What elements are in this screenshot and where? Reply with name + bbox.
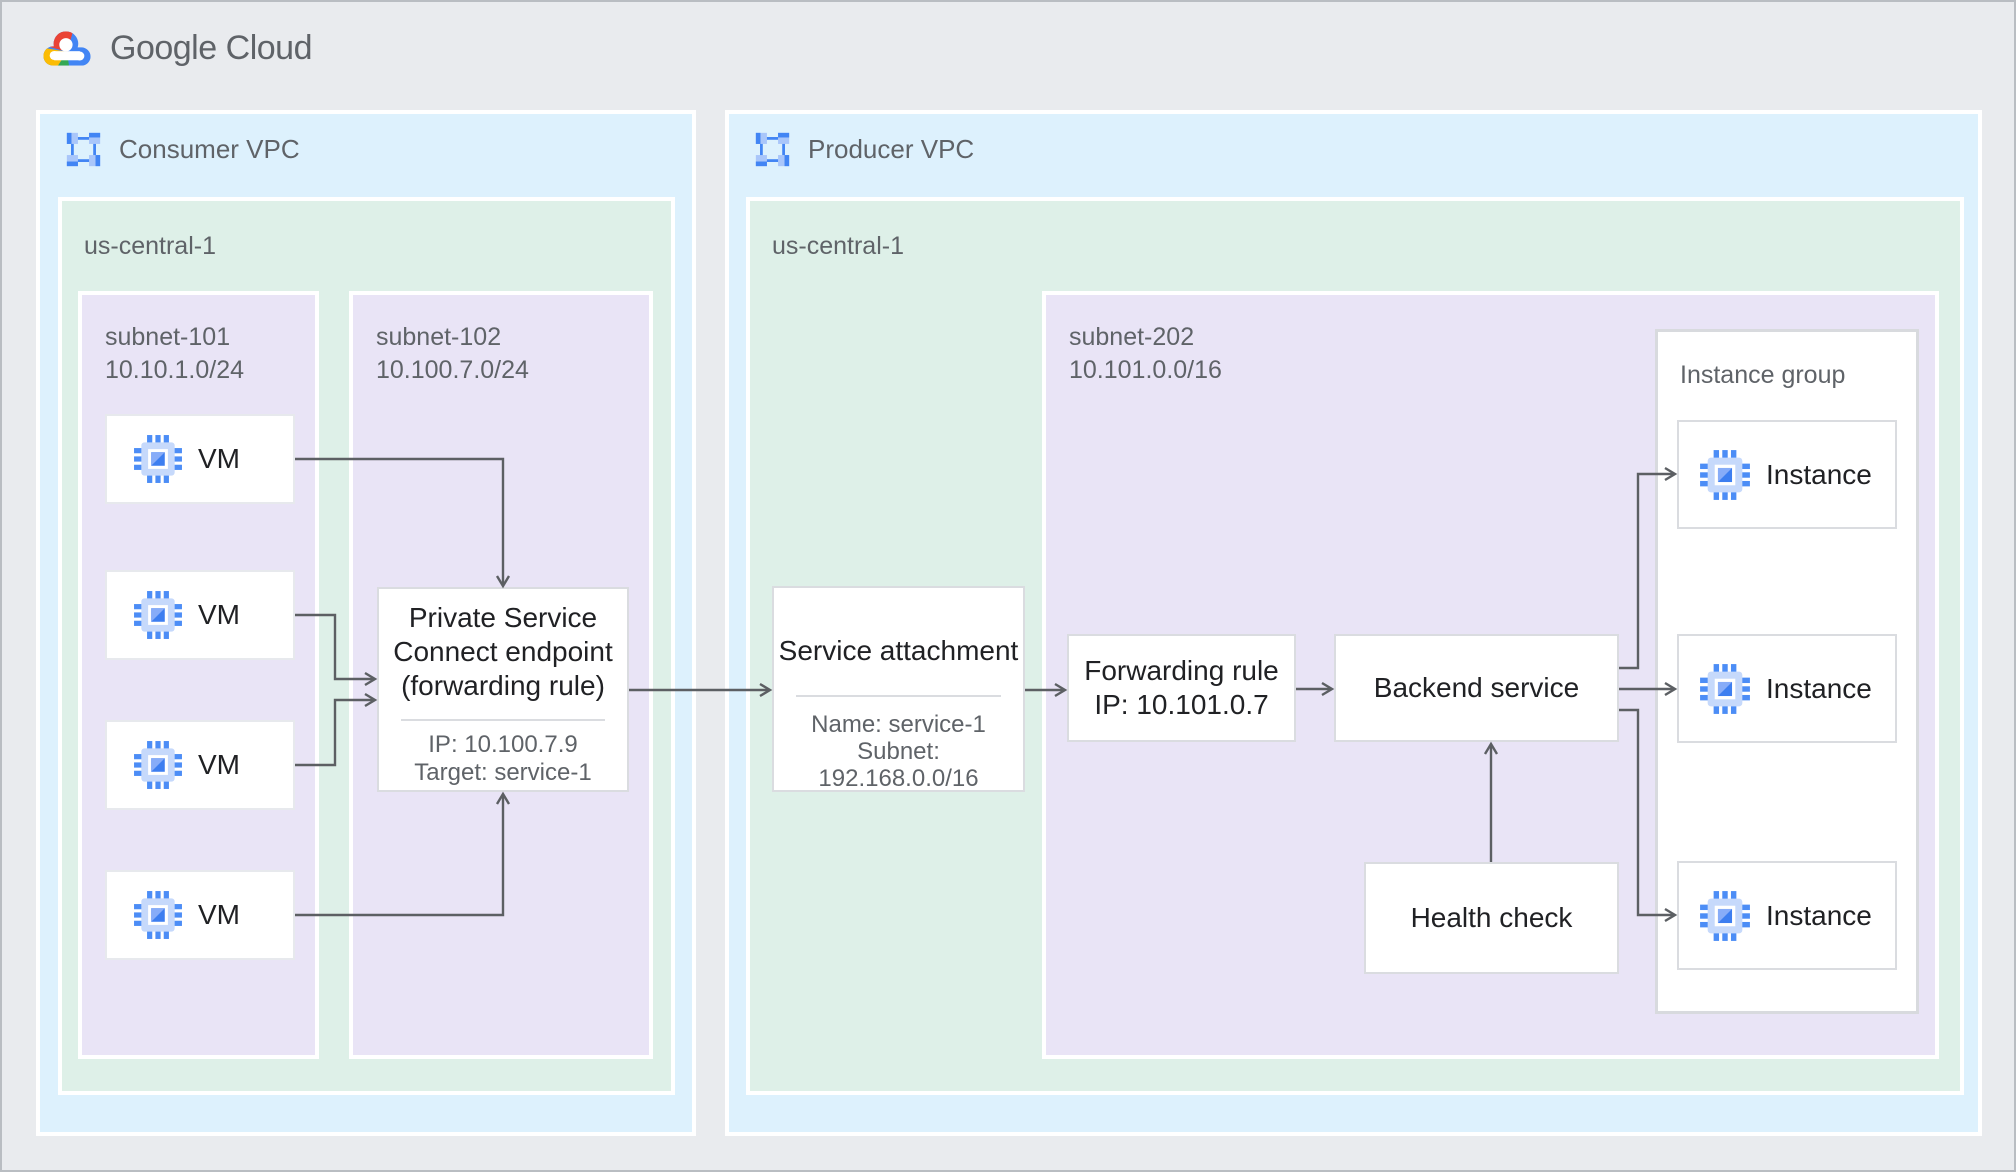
- psc-endpoint-title-line: Private Service: [408, 602, 598, 633]
- psc-endpoint-card: Private Service Connect endpoint (forwar…: [377, 587, 629, 792]
- google-cloud-logo-icon: [43, 31, 91, 66]
- forwarding-rule-ip: IP: 10.101.0.7: [1094, 689, 1269, 720]
- subnet-202-cidr: 10.101.0.0/16: [1069, 356, 1222, 384]
- psc-endpoint-target: Target: service-1: [414, 759, 592, 786]
- vm-label: VM: [198, 443, 240, 474]
- vm-label: VM: [198, 899, 240, 930]
- instance-label: Instance: [1766, 899, 1872, 931]
- service-attachment-subnet-cidr: 192.168.0.0/16: [818, 765, 979, 792]
- card-divider: [401, 719, 605, 721]
- instance-group-label: Instance group: [1680, 361, 1846, 389]
- service-attachment-title: Service attachment: [778, 635, 1019, 666]
- vm-card: VM: [105, 570, 295, 660]
- backend-service-card: Backend service: [1334, 634, 1619, 742]
- psc-endpoint-title-line: Connect endpoint: [393, 636, 613, 667]
- subnet-202-name: subnet-202: [1069, 323, 1195, 351]
- vm-card: VM: [105, 414, 295, 504]
- service-attachment-name: Name: service-1: [811, 711, 986, 738]
- backend-service-title: Backend service: [1373, 672, 1580, 703]
- producer-region-box: us-central-1 Service attachment Name: se…: [750, 201, 1960, 1091]
- compute-vm-icon: [133, 740, 183, 790]
- vpc-network-icon: [65, 131, 102, 168]
- vm-card: VM: [105, 720, 295, 810]
- consumer-vpc-box: Consumer VPC us-central-1 subnet-101 10.…: [40, 114, 692, 1132]
- service-attachment-subnet-label: Subnet:: [857, 738, 940, 765]
- subnet-202-label: subnet-202 10.101.0.0/16: [1069, 321, 1222, 387]
- forwarding-rule-title: Forwarding rule: [1084, 655, 1279, 686]
- subnet-202-box: subnet-202 10.101.0.0/16 Forwarding rule…: [1046, 295, 1935, 1055]
- health-check-title: Health check: [1410, 902, 1573, 933]
- instance-label: Instance: [1766, 458, 1872, 490]
- compute-instance-icon: [1699, 890, 1751, 942]
- logo-word-google: Google: [110, 29, 217, 67]
- instance-card: Instance: [1677, 420, 1897, 529]
- subnet-101-name: subnet-101: [105, 323, 231, 351]
- vpc-network-icon: [754, 131, 791, 168]
- health-check-card: Health check: [1364, 862, 1619, 974]
- producer-vpc-label: Producer VPC: [808, 134, 975, 164]
- subnet-102-cidr: 10.100.7.0/24: [376, 356, 529, 384]
- producer-vpc-box: Producer VPC us-central-1 Service attach…: [729, 114, 1978, 1132]
- subnet-102-name: subnet-102: [376, 323, 502, 351]
- subnet-101-label: subnet-101 10.10.1.0/24: [105, 321, 244, 387]
- compute-vm-icon: [133, 590, 183, 640]
- vm-label: VM: [198, 599, 240, 630]
- card-divider: [796, 695, 1001, 697]
- instance-card: Instance: [1677, 861, 1897, 970]
- consumer-region-label: us-central-1: [84, 232, 216, 260]
- logo-word-cloud: Cloud: [225, 29, 313, 67]
- compute-vm-icon: [133, 434, 183, 484]
- psc-endpoint-ip: IP: 10.100.7.9: [428, 731, 578, 758]
- compute-instance-icon: [1699, 663, 1751, 715]
- instance-label: Instance: [1766, 672, 1872, 704]
- compute-vm-icon: [133, 890, 183, 940]
- instance-group-box: Instance group Instance Instance Instanc…: [1655, 329, 1919, 1014]
- subnet-101-box: subnet-101 10.10.1.0/24 VM VM VM V: [82, 295, 315, 1055]
- vm-label: VM: [198, 749, 240, 780]
- vm-card: VM: [105, 870, 295, 960]
- forwarding-rule-card: Forwarding rule IP: 10.101.0.7: [1067, 634, 1296, 742]
- producer-vpc-header: Producer VPC: [754, 131, 974, 168]
- consumer-vpc-label: Consumer VPC: [119, 134, 300, 164]
- subnet-101-cidr: 10.10.1.0/24: [105, 356, 245, 384]
- consumer-vpc-header: Consumer VPC: [65, 131, 300, 168]
- producer-region-label: us-central-1: [772, 232, 904, 260]
- subnet-102-label: subnet-102 10.100.7.0/24: [376, 321, 529, 387]
- compute-instance-icon: [1699, 449, 1751, 501]
- instance-card: Instance: [1677, 634, 1897, 743]
- service-attachment-card: Service attachment Name: service-1 Subne…: [772, 586, 1025, 792]
- subnet-102-box: subnet-102 10.100.7.0/24 Private Service…: [353, 295, 649, 1055]
- consumer-region-box: us-central-1 subnet-101 10.10.1.0/24 VM …: [62, 201, 671, 1091]
- psc-endpoint-title-line: (forwarding rule): [401, 670, 605, 701]
